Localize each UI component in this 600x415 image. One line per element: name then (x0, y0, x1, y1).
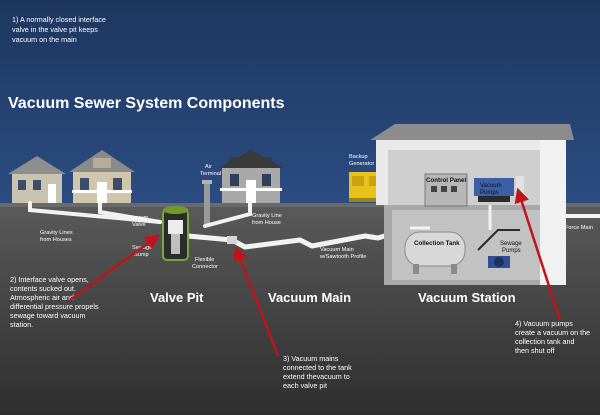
svg-text:station.: station. (10, 320, 33, 329)
control-panel (424, 173, 468, 207)
heading-vacuum-station: Vacuum Station (418, 290, 516, 305)
label-gravity-line: Gravity Line from House (252, 213, 282, 226)
arrow-note-4 (514, 187, 562, 321)
arrow-note-2 (69, 234, 161, 302)
label-backup-generator: Backup Generator (349, 154, 374, 167)
diagram-title: Vacuum Sewer System Components (8, 95, 285, 112)
note-2: 2) Interface valve opens, contents sucke… (10, 275, 99, 329)
svg-text:Generator: Generator (349, 161, 374, 167)
svg-text:valve in the valve pit keeps: valve in the valve pit keeps (12, 25, 98, 34)
svg-text:from House: from House (252, 220, 281, 226)
note-1: 1) A normally closed interface valve in … (12, 15, 106, 44)
svg-text:contents sucked out.: contents sucked out. (10, 284, 76, 293)
svg-text:Valve: Valve (132, 222, 146, 228)
house-3 (218, 150, 284, 203)
gravity-pipes (28, 201, 252, 228)
svg-text:Gravity Line: Gravity Line (252, 213, 282, 219)
svg-text:Vacuum: Vacuum (128, 215, 148, 221)
label-vacuum-valve: Vacuum Valve (128, 215, 148, 228)
svg-text:4) Vacuum pumps: 4) Vacuum pumps (515, 319, 573, 328)
svg-text:collection tank and: collection tank and (515, 337, 575, 346)
svg-text:Backup: Backup (349, 154, 368, 160)
svg-text:1) A normally closed interface: 1) A normally closed interface (12, 15, 106, 24)
label-sewage-pumps: Sewage Pumps (500, 241, 522, 254)
note-4: 4) Vacuum pumps create a vacuum on the c… (515, 319, 590, 355)
svg-text:Pumps: Pumps (502, 248, 521, 254)
pointer-arrows (69, 187, 562, 357)
label-air-terminal: Air Terminal (200, 164, 221, 177)
label-gravity-lines: Gravity Lines from Houses (40, 230, 73, 243)
svg-text:Vacuum Main: Vacuum Main (320, 247, 354, 253)
valve-pit (162, 206, 189, 261)
svg-text:w/Sawtooth Profile: w/Sawtooth Profile (319, 254, 366, 260)
label-vacuum-pumps: Vacuum Pumps (480, 183, 502, 196)
svg-text:Terminal: Terminal (200, 171, 221, 177)
ground-surface (0, 203, 600, 207)
collection-tank (404, 231, 466, 274)
house-1 (8, 156, 66, 203)
label-control-panel: Control Panel (426, 177, 467, 184)
svg-text:sewage toward vacuum: sewage toward vacuum (10, 311, 86, 320)
svg-text:3) Vacuum mains: 3) Vacuum mains (283, 354, 339, 363)
flexible-connector (227, 236, 237, 244)
svg-text:from Houses: from Houses (40, 237, 72, 243)
svg-text:Flexible: Flexible (195, 257, 214, 263)
svg-text:Vacuum: Vacuum (480, 183, 502, 189)
svg-text:then shut off: then shut off (515, 346, 554, 355)
svg-text:Atmospheric air and: Atmospheric air and (10, 293, 74, 302)
svg-text:2) Interface valve opens,: 2) Interface valve opens, (10, 275, 89, 284)
heading-vacuum-main: Vacuum Main (268, 290, 351, 305)
svg-text:each valve pit: each valve pit (283, 381, 327, 390)
arrow-note-3 (233, 245, 280, 357)
house-2 (69, 150, 135, 203)
svg-text:Sump: Sump (134, 252, 149, 258)
svg-text:Air: Air (205, 164, 212, 170)
svg-text:differential pressure propels: differential pressure propels (10, 302, 99, 311)
svg-text:Connector: Connector (192, 264, 218, 270)
label-force-main: Force Main (565, 225, 593, 231)
svg-text:create a vacuum on the: create a vacuum on the (515, 328, 590, 337)
label-flexible-connector: Flexible Connector (192, 257, 218, 270)
air-terminal (202, 180, 212, 226)
svg-text:extend thevacuum to: extend thevacuum to (283, 372, 350, 381)
svg-text:Pumps: Pumps (480, 190, 499, 196)
vacuum-pumps (474, 176, 524, 202)
svg-text:Gravity Lines: Gravity Lines (40, 230, 73, 236)
note-3: 3) Vacuum mains connected to the tank ex… (283, 354, 352, 390)
vacuum-station-building (370, 124, 574, 285)
svg-text:connected to the tank: connected to the tank (283, 363, 352, 372)
svg-text:Sewage: Sewage (500, 241, 522, 247)
heading-valve-pit: Valve Pit (150, 290, 204, 305)
station-piping (410, 205, 492, 230)
label-vacuum-main-profile: Vacuum Main w/Sawtooth Profile (319, 247, 366, 260)
sewage-pumps (477, 229, 520, 268)
label-collection-tank: Collection Tank (414, 240, 460, 247)
svg-text:vacuum on the main: vacuum on the main (12, 35, 77, 44)
